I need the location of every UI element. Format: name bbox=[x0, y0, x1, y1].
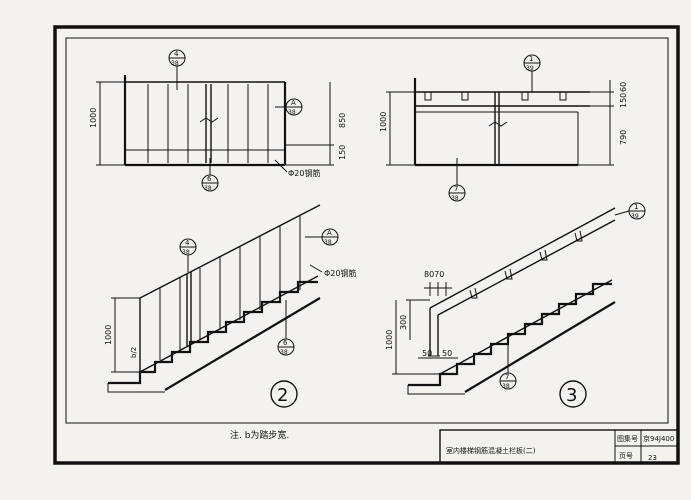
page-label: 页号 bbox=[619, 452, 633, 460]
ref-symbol-1-39: 1 39 bbox=[523, 54, 541, 92]
dim-text: 150 bbox=[338, 145, 347, 160]
svg-text:3: 3 bbox=[566, 385, 577, 406]
sheet-frame bbox=[53, 25, 680, 465]
svg-text:38: 38 bbox=[182, 249, 190, 256]
svg-text:38: 38 bbox=[171, 60, 179, 67]
svg-text:38: 38 bbox=[324, 239, 332, 246]
dim-8070: 8070 bbox=[424, 270, 452, 296]
break-mark bbox=[199, 117, 219, 123]
dim-text: 1000 bbox=[379, 112, 388, 132]
svg-text:6: 6 bbox=[207, 175, 212, 183]
svg-text:2: 2 bbox=[277, 385, 288, 406]
handrail-bottom bbox=[437, 219, 616, 316]
handrail-brackets-3 bbox=[469, 230, 583, 299]
dim-right-stack: 60 150 790 bbox=[578, 80, 628, 166]
dim-1000-2: 1000 bbox=[104, 297, 140, 373]
elevation-top-left: 1000 850 150 4 38 A 38 bbox=[89, 49, 347, 192]
dim-left-1000: 1000 bbox=[89, 81, 125, 166]
page-number: 23 bbox=[648, 454, 657, 462]
dim-300: 300 bbox=[399, 299, 430, 340]
svg-text:300: 300 bbox=[399, 315, 408, 330]
stair-section-3: 8070 300 1000 50 50 1 39 7 bbox=[385, 202, 646, 408]
stair-soffit-3 bbox=[464, 301, 616, 393]
break-mark bbox=[488, 121, 508, 127]
ref-symbol-A-38: A 38 bbox=[275, 98, 303, 116]
ref-symbol-6-38b: 6 38 bbox=[277, 300, 295, 356]
svg-text:1: 1 bbox=[529, 55, 533, 63]
svg-text:50: 50 bbox=[442, 349, 452, 358]
svg-text:39: 39 bbox=[526, 65, 534, 72]
dim-1000-3: 1000 bbox=[385, 300, 440, 375]
svg-text:A: A bbox=[327, 229, 332, 237]
stringer-line bbox=[139, 275, 319, 373]
ref-symbol-1-39b: 1 39 bbox=[614, 202, 646, 220]
svg-text:38: 38 bbox=[451, 195, 459, 202]
ref-symbol-6-38: 6 38 bbox=[201, 158, 219, 192]
svg-text:1000: 1000 bbox=[385, 330, 394, 350]
elevation-top-right: 1000 60 150 790 1 39 7 38 bbox=[379, 54, 628, 202]
svg-text:39: 39 bbox=[631, 213, 639, 220]
svg-text:38: 38 bbox=[288, 109, 296, 116]
svg-text:7: 7 bbox=[454, 185, 458, 193]
dim-text: 150 bbox=[619, 93, 628, 108]
title-block: 室内楼梯钢筋混凝土栏板(二) 图集号 京94J400 页号 23 bbox=[439, 429, 679, 464]
balusters-2 bbox=[159, 216, 301, 360]
dim-text: 790 bbox=[619, 130, 628, 145]
inner-border bbox=[65, 37, 669, 424]
ref-symbol-7-38: 7 38 bbox=[448, 158, 466, 202]
panel-top-edge bbox=[139, 204, 321, 299]
ref-symbol-4-38b: 4 38 bbox=[179, 238, 197, 272]
svg-text:50: 50 bbox=[422, 349, 432, 358]
ref-symbol-A-38b: A 38 bbox=[305, 228, 339, 246]
ref-symbol-4-38: 4 38 bbox=[168, 49, 186, 90]
dim-text: 60 bbox=[619, 82, 628, 92]
svg-text:7: 7 bbox=[505, 373, 509, 381]
svg-text:4: 4 bbox=[185, 239, 190, 247]
svg-text:8070: 8070 bbox=[424, 270, 444, 279]
stair-soffit bbox=[164, 297, 321, 391]
leader-rebar bbox=[274, 159, 288, 173]
rebar-label: Φ20钢筋 bbox=[288, 168, 320, 178]
dim-left-1000: 1000 bbox=[379, 91, 415, 166]
detail-number-2: 2 bbox=[270, 380, 298, 408]
balusters-top-left bbox=[147, 84, 269, 163]
dim-right-850-150: 850 150 bbox=[285, 82, 347, 166]
leader-rebar2 bbox=[309, 264, 323, 273]
ref-symbol-7-38b: 7 38 bbox=[499, 345, 517, 390]
landing-slab bbox=[107, 383, 165, 393]
svg-text:6: 6 bbox=[283, 339, 288, 347]
handrail-brackets bbox=[424, 92, 567, 101]
sheet-title: 室内楼梯钢筋混凝土栏板(二) bbox=[446, 446, 536, 455]
svg-text:38: 38 bbox=[280, 349, 288, 356]
rebar-label-2: Φ20钢筋 bbox=[324, 268, 356, 278]
stringer-line-3 bbox=[439, 279, 613, 375]
svg-text:A: A bbox=[291, 99, 296, 107]
detail-number-3: 3 bbox=[559, 380, 587, 408]
stair-section-2: 1000 b/2 4 38 A 38 6 38 Φ20钢筋 bbox=[104, 204, 356, 408]
svg-text:38: 38 bbox=[502, 383, 510, 390]
dim-text: 1000 bbox=[89, 108, 98, 128]
dim-b2: b/2 bbox=[130, 347, 138, 358]
handrail-top bbox=[429, 207, 616, 309]
dim-text: 850 bbox=[338, 113, 347, 128]
dim-text: 1000 bbox=[104, 325, 113, 345]
atlas-number: 京94J400 bbox=[643, 434, 674, 443]
svg-text:38: 38 bbox=[204, 185, 212, 192]
svg-text:4: 4 bbox=[174, 50, 179, 58]
note-text: 注. b为踏步宽. bbox=[230, 429, 289, 441]
atlas-label: 图集号 bbox=[617, 434, 638, 443]
dim-50-50: 50 50 bbox=[418, 349, 458, 359]
svg-text:1: 1 bbox=[634, 203, 638, 211]
